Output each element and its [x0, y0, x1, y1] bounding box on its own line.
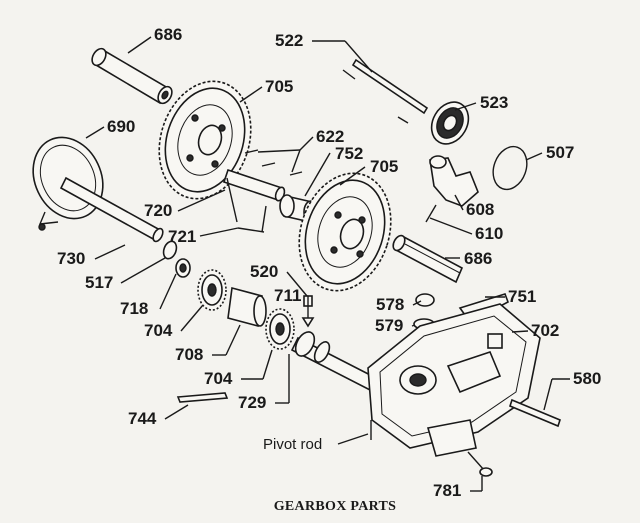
callout-720: 720 — [144, 201, 172, 220]
part-720-shaft — [222, 168, 286, 202]
callout-608: 608 — [466, 200, 494, 219]
callout-721: 721 — [168, 227, 196, 246]
callout-580: 580 — [573, 369, 601, 388]
callout-610: 610 — [475, 224, 503, 243]
callout-522: 522 — [275, 31, 303, 50]
part-578-washer — [415, 293, 435, 307]
part-744-key — [176, 392, 229, 403]
part-608-fork — [429, 155, 479, 207]
callout-690: 690 — [107, 117, 135, 136]
callout-752: 752 — [335, 144, 363, 163]
part-721-pins — [226, 177, 267, 233]
part-718-clip — [175, 258, 191, 278]
callout-704-lower: 704 — [204, 369, 233, 388]
callout-520: 520 — [250, 262, 278, 281]
part-517-washer — [162, 240, 178, 260]
part-686-lower-shaft — [392, 234, 464, 284]
callout-517: 517 — [85, 273, 113, 292]
part-522-rod — [342, 58, 429, 124]
part-781-screw — [467, 451, 493, 477]
callout-729: 729 — [238, 393, 266, 412]
callout-708: 708 — [175, 345, 203, 364]
leader-lines — [85, 36, 570, 492]
part-686-upper-sleeve — [91, 47, 173, 105]
callout-702: 702 — [531, 321, 559, 340]
diagram-caption: GEARBOX PARTS — [274, 499, 397, 514]
part-523-hub — [430, 101, 470, 145]
part-704-lower-pinion — [265, 308, 295, 350]
callout-751: 751 — [508, 287, 536, 306]
part-580-rod — [509, 398, 561, 428]
callout-711: 711 — [274, 286, 301, 305]
callout-718: 718 — [120, 299, 148, 318]
callout-705-lower: 705 — [370, 157, 398, 176]
part-708-sleeve — [227, 286, 267, 328]
callout-781: 781 — [433, 481, 461, 500]
callout-507: 507 — [546, 143, 574, 162]
callout-705-upper: 705 — [265, 77, 293, 96]
part-507-o-ring — [492, 145, 528, 191]
part-output-shaft — [290, 331, 382, 394]
part-704-upper-pinion — [197, 269, 227, 311]
part-730-shaft — [59, 176, 164, 243]
callout-578: 578 — [376, 295, 404, 314]
pivot-rod-label: Pivot rod — [263, 436, 322, 453]
part-690-cover — [32, 136, 104, 231]
part-702-housing — [367, 303, 541, 457]
part-610-pin — [425, 204, 437, 223]
callout-730: 730 — [57, 249, 85, 268]
callout-523: 523 — [480, 93, 508, 112]
part-705-lower-gear — [298, 172, 392, 292]
callout-704-upper: 704 — [144, 321, 173, 340]
callout-744: 744 — [128, 409, 157, 428]
callout-622: 622 — [316, 127, 344, 146]
callout-686-upper: 686 — [154, 25, 182, 44]
part-622-pins — [244, 149, 303, 176]
callout-686-lower: 686 — [464, 249, 492, 268]
callout-579: 579 — [375, 316, 403, 335]
